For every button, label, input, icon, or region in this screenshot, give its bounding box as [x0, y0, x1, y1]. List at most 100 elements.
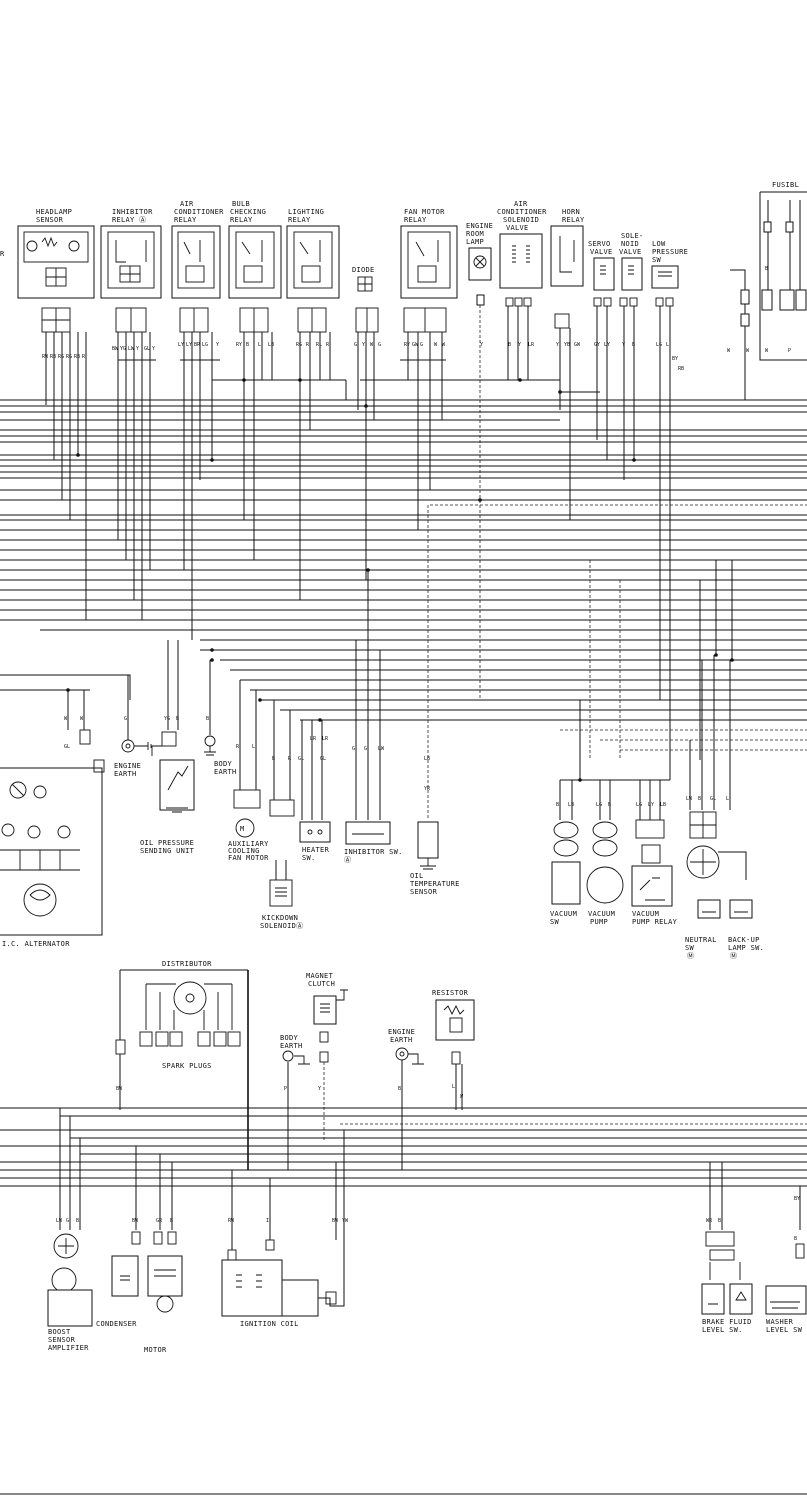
svg-text:RELAY: RELAY — [230, 216, 253, 224]
svg-text:L: L — [258, 342, 261, 348]
svg-text:B: B — [246, 342, 249, 348]
svg-text:SOLE-: SOLE- — [621, 232, 644, 240]
svg-text:L: L — [252, 744, 255, 750]
headlamp-sensor: HEADLAMP SENSOR — [17, 208, 95, 299]
svg-text:R: R — [326, 342, 330, 348]
svg-text:LY: LY — [178, 342, 184, 348]
svg-text:SW.: SW. — [302, 854, 316, 862]
ac-solenoid-valve: AIR CONDITIONER SOLENOID VALVE — [497, 200, 547, 307]
svg-text:BR: BR — [194, 342, 201, 348]
magnet-clutch: MAGNET CLUTCH Y — [306, 972, 348, 1140]
washer-level-sw: BY B WASHER LEVEL SW — [765, 1196, 807, 1334]
svg-text:WASHER: WASHER — [766, 1318, 794, 1326]
svg-text:SW: SW — [685, 944, 695, 952]
svg-text:L: L — [726, 796, 729, 802]
svg-text:LR: LR — [310, 736, 317, 742]
cut-label-r: R — [0, 250, 5, 258]
svg-text:ENGINE: ENGINE — [466, 222, 493, 230]
svg-text:HEATER: HEATER — [302, 846, 330, 854]
svg-text:LAMP: LAMP — [466, 238, 484, 246]
svg-text:LAMP SW.: LAMP SW. — [728, 944, 764, 952]
aux-fan-motor: R L M B R AUXILIARY COOLING FAN MOTOR — [228, 680, 295, 862]
lighting-relay: LIGHTING RELAY — [286, 208, 340, 299]
top-bus — [118, 359, 600, 400]
svg-text:YR: YR — [424, 786, 431, 792]
fusible-label: FUSIBL — [772, 181, 799, 189]
vacuum-pump-relay: LG LY LB VACUUM PUMP RELAY — [631, 780, 677, 926]
svg-text:LB: LB — [660, 802, 666, 808]
svg-text:LG: LG — [636, 802, 642, 808]
svg-text:IGNITION COIL: IGNITION COIL — [240, 1320, 299, 1328]
svg-text:LW: LW — [128, 346, 135, 352]
fus-code-2: W — [765, 348, 769, 354]
svg-text:EARTH: EARTH — [114, 770, 137, 778]
fus-code-3: B — [765, 266, 768, 272]
ignition-coil: RW I BW YW IGNITION COIL — [221, 1218, 349, 1328]
svg-text:GL: GL — [64, 744, 70, 750]
svg-text:Ⓐ: Ⓐ — [344, 856, 351, 864]
spark-plugs: SPARK PLUGS — [139, 1031, 241, 1070]
svg-text:SERVO: SERVO — [588, 240, 611, 248]
engine-earth-2: ENGINE EARTH B — [388, 1028, 424, 1170]
svg-text:LB: LB — [424, 756, 430, 762]
engine-room-lamp: ENGINE ROOM LAMP — [466, 222, 493, 306]
svg-text:CONDITIONER: CONDITIONER — [497, 208, 547, 216]
svg-text:DIODE: DIODE — [352, 266, 375, 274]
svg-text:W: W — [80, 716, 84, 722]
svg-text:Ⓜ: Ⓜ — [730, 952, 737, 960]
svg-text:GL: GL — [144, 346, 150, 352]
svg-text:KICKDOWN: KICKDOWN — [262, 914, 298, 922]
svg-text:G: G — [354, 342, 357, 348]
svg-text:LG: LG — [596, 802, 602, 808]
svg-text:BODY: BODY — [214, 760, 233, 768]
svg-text:YG: YG — [164, 716, 170, 722]
heater-sw: GL LR LR GL HEATER SW. — [298, 720, 331, 862]
svg-text:L: L — [452, 1084, 455, 1090]
svg-text:BACK-UP: BACK-UP — [728, 936, 760, 944]
svg-text:G: G — [364, 746, 367, 752]
svg-text:EARTH: EARTH — [280, 1042, 303, 1050]
svg-text:Y: Y — [556, 342, 559, 348]
ic-alternator: W W GL I.C. ALTERNATOR — [0, 690, 105, 948]
svg-text:B: B — [170, 1218, 173, 1224]
svg-text:MOTOR: MOTOR — [144, 1346, 167, 1354]
resistor: RESISTOR L W — [432, 989, 475, 1110]
svg-text:INHIBITOR: INHIBITOR — [112, 208, 153, 216]
svg-text:G: G — [420, 342, 423, 348]
fus-code-0: W — [727, 348, 731, 354]
svg-text:CHECKING: CHECKING — [230, 208, 266, 216]
svg-text:BW: BW — [112, 346, 119, 352]
inhibitor-relay: INHIBITOR RELAY Ⓐ — [100, 208, 162, 299]
svg-text:W: W — [442, 342, 446, 348]
svg-text:G: G — [66, 1218, 69, 1224]
svg-text:WR: WR — [706, 1218, 713, 1224]
solenoid-valve: SOLE- NOID VALVE — [619, 232, 644, 307]
svg-text:CLUTCH: CLUTCH — [308, 980, 335, 988]
svg-text:B: B — [698, 796, 701, 802]
fan-motor-relay: FAN MOTOR RELAY — [400, 208, 458, 299]
svg-text:Y: Y — [318, 1086, 321, 1092]
svg-text:GR: GR — [156, 1218, 163, 1224]
mid-drops — [560, 560, 733, 781]
kickdown-solenoid: KICKDOWN SOLENOIDⒶ — [260, 860, 303, 930]
svg-text:GW: GW — [412, 342, 419, 348]
svg-text:R: R — [236, 744, 240, 750]
svg-text:SOLENOIDⒶ: SOLENOIDⒶ — [260, 922, 303, 930]
svg-text:BODY: BODY — [280, 1034, 299, 1042]
svg-text:VACUUM: VACUUM — [588, 910, 615, 918]
svg-text:LG: LG — [656, 342, 662, 348]
svg-text:LR: LR — [322, 736, 329, 742]
svg-text:PUMP: PUMP — [590, 918, 608, 926]
svg-text:B: B — [272, 756, 275, 762]
svg-text:NOID: NOID — [621, 240, 639, 248]
svg-text:LEVEL SW: LEVEL SW — [766, 1326, 803, 1334]
svg-text:INHIBITOR SW.: INHIBITOR SW. — [344, 848, 403, 856]
svg-text:LIGHTING: LIGHTING — [288, 208, 324, 216]
svg-text:SW: SW — [652, 256, 662, 264]
svg-text:I.C. ALTERNATOR: I.C. ALTERNATOR — [2, 940, 70, 948]
svg-text:L: L — [666, 342, 669, 348]
svg-text:RG: RG — [66, 354, 72, 360]
svg-text:EARTH: EARTH — [390, 1036, 413, 1044]
low-pressure-sw: LOW PRESSURE SW — [651, 240, 688, 307]
svg-text:RW: RW — [228, 1218, 235, 1224]
